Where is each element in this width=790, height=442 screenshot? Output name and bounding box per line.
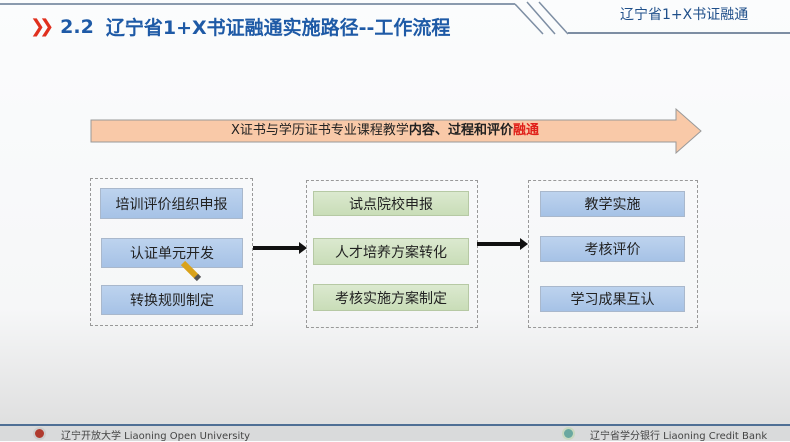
group-school	[306, 180, 478, 328]
flow-arrow	[477, 238, 528, 250]
header-right-label: 辽宁省1+X书证融通	[620, 7, 749, 23]
step-item: 认证单元开发	[101, 238, 243, 268]
step-item: 人才培养方案转化	[313, 238, 469, 265]
banner-arrow	[90, 108, 702, 154]
step-item: 转换规则制定	[101, 285, 243, 315]
header-decoration	[515, 1, 569, 35]
page-title: ❯❯ 2.2 辽宁省1+X书证融通实施路径--工作流程	[30, 13, 450, 40]
footer-right: 辽宁省学分银行 Liaoning Credit Bank	[590, 431, 768, 442]
footer-left: 辽宁开放大学 Liaoning Open University	[61, 431, 251, 442]
header-rule	[568, 32, 790, 34]
step-item: 教学实施	[540, 191, 685, 217]
banner-text: X证书与学历证书专业课程教学内容、过程和评价融通	[231, 123, 539, 138]
pencil-cursor-icon	[180, 260, 202, 282]
step-item: 考核实施方案制定	[313, 284, 469, 311]
top-rule	[0, 3, 515, 5]
step-item: 试点院校申报	[313, 191, 469, 216]
footer-rule	[0, 424, 790, 426]
group-implementation	[528, 180, 698, 328]
section-number: 2.2	[60, 15, 94, 38]
title-text: 辽宁省1+X书证融通实施路径--工作流程	[105, 17, 451, 39]
group-organization	[90, 178, 253, 326]
university-logo-icon	[33, 427, 46, 440]
step-item: 考核评价	[540, 236, 685, 262]
chevron-right-icon: ❯❯	[30, 16, 54, 37]
step-item: 培训评价组织申报	[100, 188, 243, 219]
credit-bank-logo-icon	[562, 427, 575, 440]
step-item: 学习成果互认	[540, 286, 685, 312]
footer	[0, 426, 790, 441]
flow-arrow	[253, 242, 307, 254]
